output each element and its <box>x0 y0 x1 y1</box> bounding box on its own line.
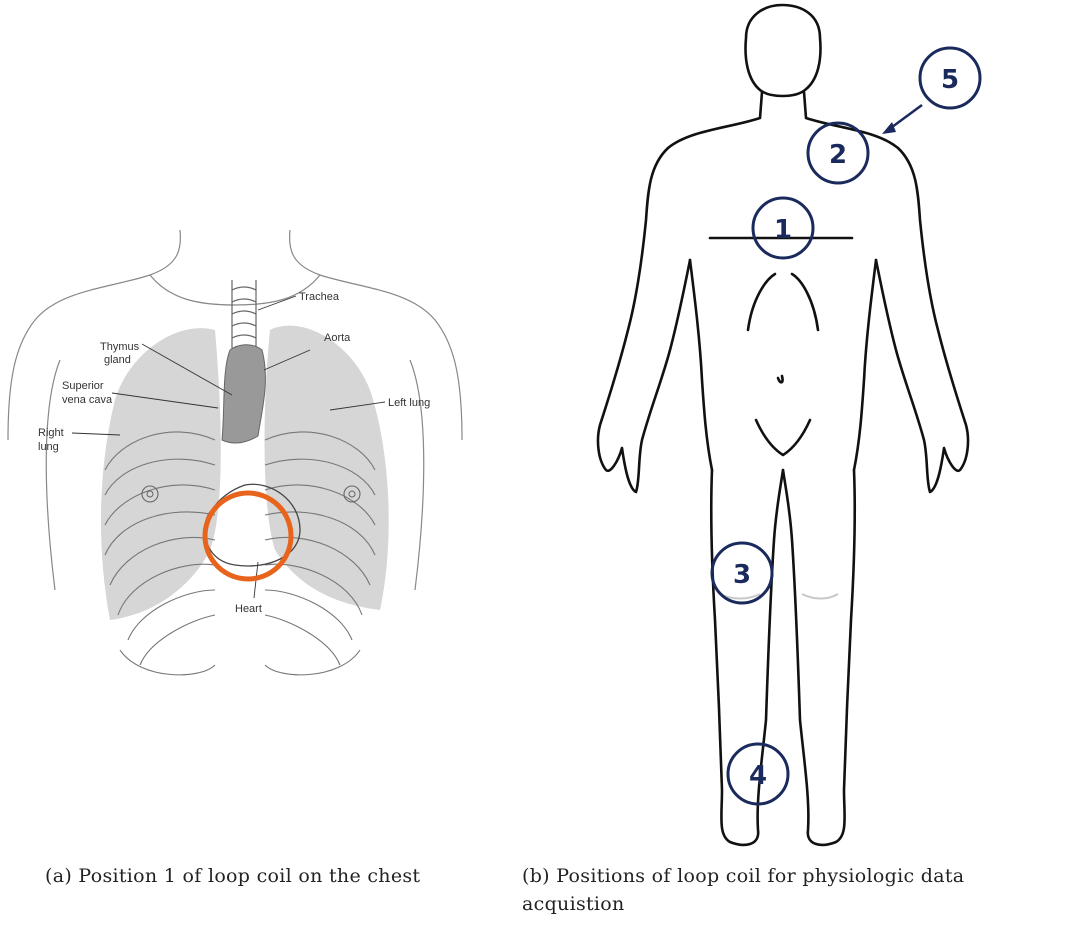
label-aorta: Aorta <box>324 332 351 344</box>
label-superior-2: vena cava <box>62 394 113 406</box>
marker-5-label: 5 <box>941 65 959 95</box>
label-superior-1: Superior <box>62 380 104 392</box>
marker-3-label: 3 <box>733 560 751 590</box>
label-right-1: Right <box>38 427 64 439</box>
body-outline-svg: 1 2 3 4 5 <box>570 0 1076 860</box>
marker-3: 3 <box>712 543 772 603</box>
chest-anatomy-figure: Trachea Thymus gland Aorta Superior vena… <box>0 210 470 690</box>
caption-b: (b) Positions of loop coil for physiolog… <box>522 862 1042 918</box>
label-thymus-2: gland <box>104 354 131 366</box>
label-right-2: lung <box>38 441 59 453</box>
marker-2: 2 <box>808 123 868 183</box>
marker-2-label: 2 <box>829 140 847 170</box>
chest-anatomy-svg: Trachea Thymus gland Aorta Superior vena… <box>0 210 470 690</box>
trachea-shape <box>232 280 256 350</box>
label-left-lung: Left lung <box>388 397 430 409</box>
body-outline-figure: 1 2 3 4 5 <box>570 0 1076 860</box>
marker-5: 5 <box>920 48 980 108</box>
thymus-shape <box>222 345 265 443</box>
label-heart: Heart <box>235 603 262 615</box>
body-outline <box>598 5 968 845</box>
label-thymus-1: Thymus <box>100 341 140 353</box>
label-trachea: Trachea <box>299 291 340 303</box>
right-lung-shape <box>101 328 221 620</box>
marker-4-label: 4 <box>749 761 767 791</box>
left-lung-shape <box>265 326 389 610</box>
marker-1-label: 1 <box>774 215 792 245</box>
caption-a: (a) Position 1 of loop coil on the chest <box>45 862 465 890</box>
marker-1: 1 <box>753 198 813 258</box>
